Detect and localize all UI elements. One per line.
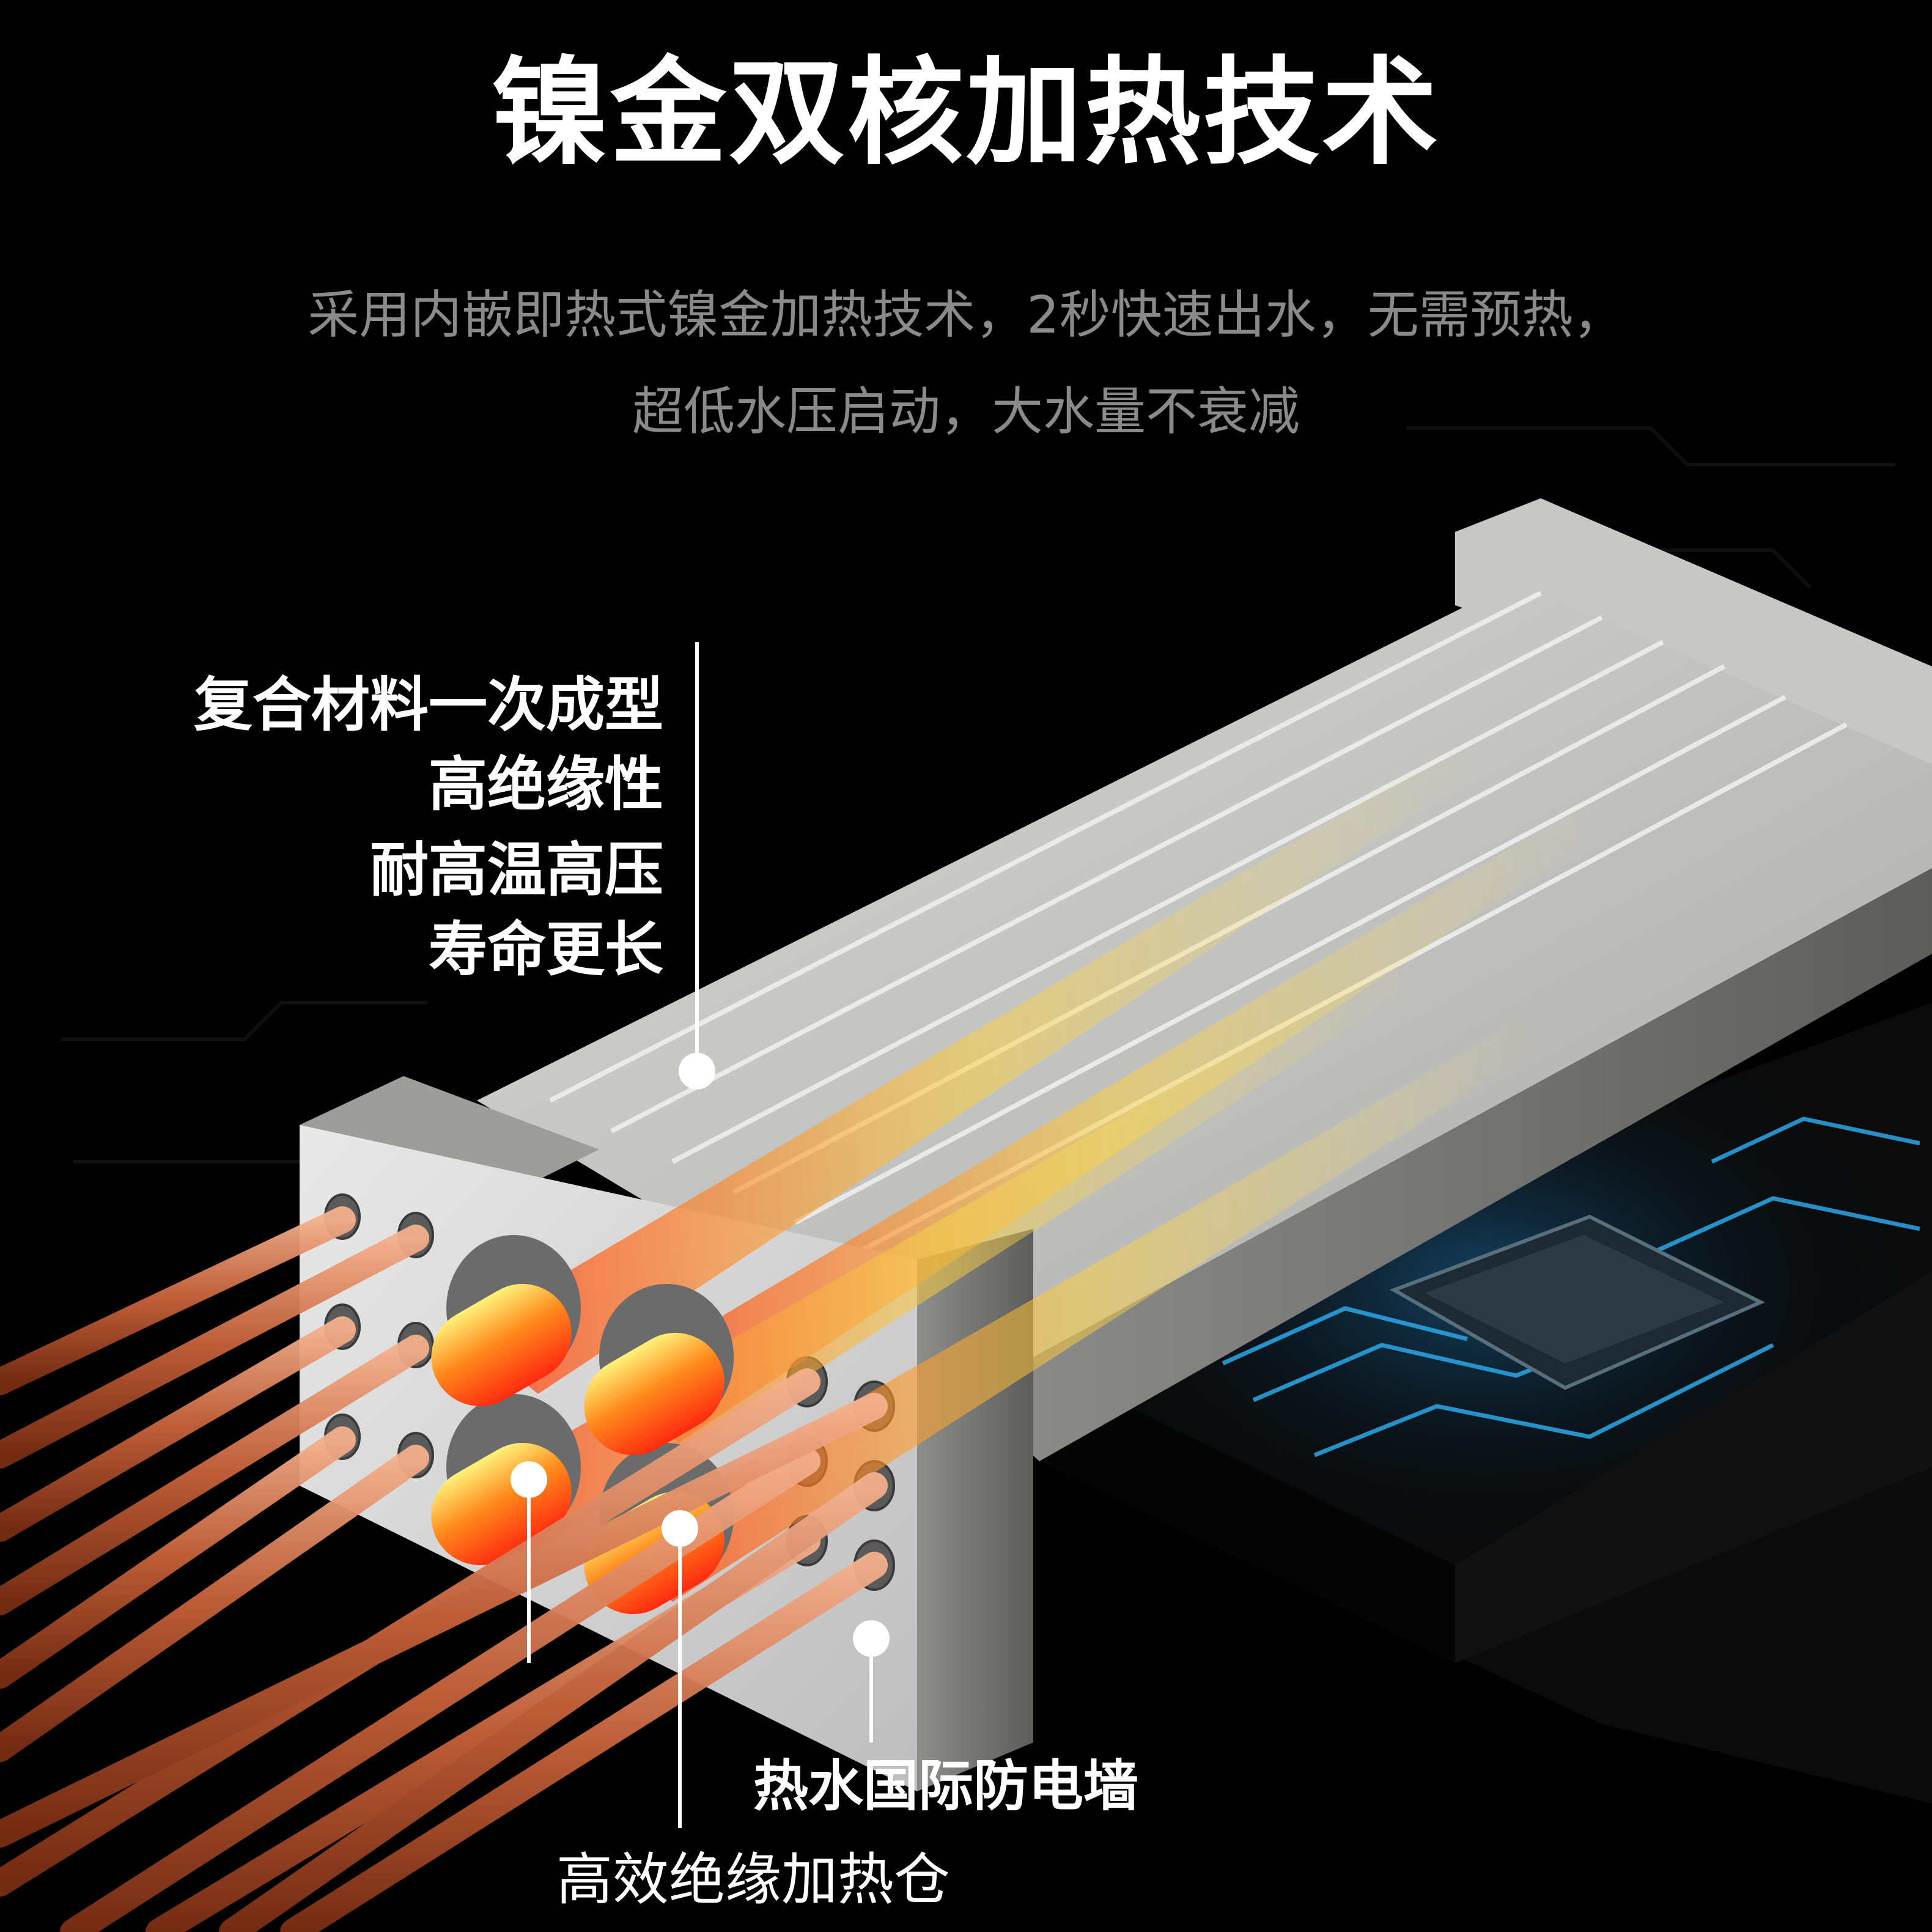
- copper-wires: [0, 1206, 888, 1932]
- feature-longer-life: 寿命更长: [429, 915, 663, 984]
- callout-markers: [511, 642, 890, 1828]
- label-heating-chamber: 高效绝缘加热仓: [556, 1847, 951, 1912]
- feature-composite-material: 复合材料一次成型: [194, 671, 663, 739]
- callout-dot-top: [679, 1053, 715, 1090]
- label-anti-electric-wall: 热水国际防电墙: [753, 1754, 1138, 1818]
- callout-dot-core: [511, 1461, 547, 1498]
- circuit-board-box: [1039, 1003, 1932, 1804]
- chip-icon: [1389, 1214, 1766, 1390]
- heater-module: [300, 498, 1932, 1791]
- subtitle-line-1: 采用内嵌即热式镍金加热技术，2秒快速出水，无需预热，: [308, 285, 1624, 345]
- callout-dot-core-2: [662, 1510, 698, 1547]
- page-title: 镍金双核加热技术: [491, 45, 1440, 180]
- callout-dot-wall: [853, 1620, 890, 1657]
- feature-heat-pressure-resistant: 耐高温高压: [370, 836, 663, 904]
- subtitle-line-2: 超低水压启动，大水量不衰减: [632, 382, 1300, 441]
- feature-high-insulation: 高绝缘性: [429, 750, 663, 819]
